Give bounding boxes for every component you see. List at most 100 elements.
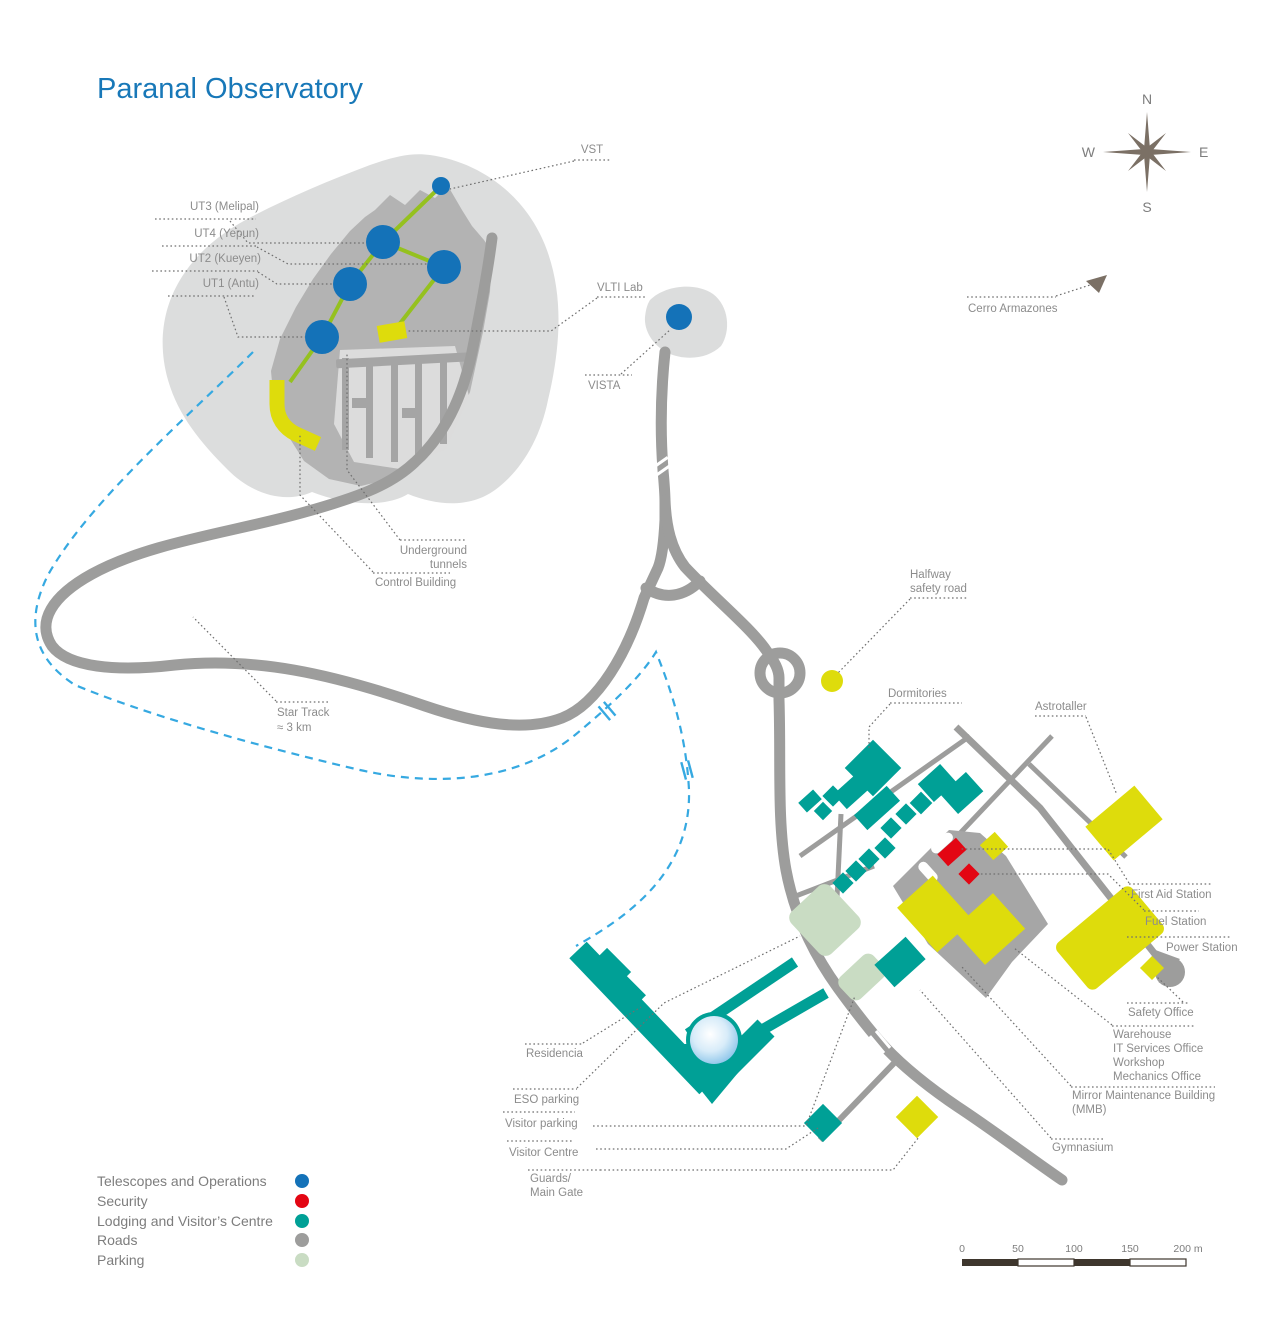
telescope-vst — [432, 177, 450, 195]
summit-switchback-road — [40, 232, 671, 731]
label-gymnasium: Gymnasium — [1052, 1142, 1113, 1154]
legend-swatch-parking — [295, 1253, 309, 1267]
telescope-ut1 — [305, 320, 339, 354]
residencia-complex — [569, 941, 829, 1104]
label-ut2: UT2 (Kueyen) — [189, 253, 261, 265]
building-dormitory — [874, 837, 896, 859]
road-break-icon — [648, 456, 674, 478]
platform-features — [269, 177, 692, 451]
legend-label: Roads — [97, 1232, 137, 1248]
platform-pier — [415, 357, 422, 455]
residencia-dome — [690, 1016, 738, 1064]
platform-pier — [440, 354, 447, 444]
label-underground-tunnels: tunnels — [430, 559, 467, 571]
legend-label: Parking — [97, 1252, 144, 1268]
track-break-icon — [680, 760, 694, 780]
platform-block — [352, 398, 368, 408]
building-vlti-lab — [376, 321, 408, 343]
scale-bar: 0 50 100 150 200 m — [959, 1243, 1203, 1267]
label-star-track: ≈ 3 km — [277, 722, 311, 734]
building-dormitory — [833, 772, 871, 810]
building-dormitory — [917, 764, 957, 802]
label-guards-main-gate: Guards/ — [530, 1173, 572, 1185]
label-control-building: Control Building — [375, 577, 456, 589]
leader-lines — [152, 159, 1231, 1171]
label-fuel-station: Fuel Station — [1145, 916, 1206, 928]
legend-swatch-security — [295, 1194, 309, 1208]
building-fuel-station — [958, 863, 980, 885]
building-dormitory — [858, 848, 880, 870]
building-safety-office — [1139, 955, 1165, 981]
platform-lane — [931, 832, 953, 854]
building-warehouse — [952, 893, 1026, 965]
label-halfway-safety-road: safety road — [910, 583, 967, 595]
building-dormitory — [845, 860, 867, 882]
building-dormitory — [895, 803, 917, 825]
building-dormitory — [940, 771, 984, 815]
scale-tick: 0 — [959, 1243, 965, 1255]
residencia-south-wing — [664, 1044, 762, 1104]
building-dormitory — [853, 785, 901, 831]
road-break-icon — [868, 1030, 892, 1054]
compass-west-label: W — [1082, 144, 1096, 160]
basecamp-access-road — [659, 494, 1068, 1186]
label-mmb: Mirror Maintenance Building — [1072, 1090, 1215, 1102]
road-break-icon — [591, 568, 609, 594]
label-underground-tunnels: Underground — [400, 545, 467, 557]
vista-access-road — [655, 346, 671, 508]
label-astrotaller: Astrotaller — [1035, 701, 1087, 713]
scale-segment — [1129, 1258, 1187, 1267]
cerro-armazones-arrow-icon — [1086, 275, 1107, 293]
scale-segment — [1074, 1259, 1130, 1266]
residencia-step — [612, 974, 646, 1008]
building-visitor-centre — [803, 1103, 843, 1143]
label-cerro-armazones: Cerro Armazones — [968, 303, 1058, 315]
label-vst: VST — [581, 144, 603, 156]
road-break-marks — [591, 456, 892, 1054]
dormitories-cluster — [798, 739, 984, 894]
label-dormitories: Dormitories — [888, 688, 947, 700]
label-eso-parking: ESO parking — [514, 1094, 579, 1106]
legend: Telescopes and Operations Security Lodgi… — [97, 1173, 309, 1268]
halfway-safety-road-marker — [821, 670, 843, 692]
building-dormitory — [813, 801, 833, 821]
label-safety-office: Safety Office — [1128, 1007, 1194, 1019]
roads — [40, 232, 1185, 1186]
legend-swatch-roads — [295, 1233, 309, 1247]
label-warehouse: Warehouse — [1113, 1029, 1171, 1041]
label-ut4: UT4 (Yepun) — [194, 228, 259, 240]
platform-block — [402, 408, 418, 418]
label-power-station: Power Station — [1166, 942, 1238, 954]
scale-tick: 50 — [1012, 1243, 1024, 1255]
compass-east-label: E — [1199, 144, 1208, 160]
telescope-ut2 — [333, 267, 367, 301]
parking-area-visitor — [838, 953, 886, 1001]
platform-pier — [366, 360, 373, 458]
building-astrotaller — [1085, 785, 1163, 861]
scale-tick: 200 m — [1173, 1243, 1202, 1255]
page-title: Paranal Observatory — [97, 73, 363, 105]
label-vista: VISTA — [588, 380, 621, 392]
telescope-vista — [666, 304, 692, 330]
label-mmb: (MMB) — [1072, 1104, 1107, 1116]
scale-tick: 100 — [1065, 1243, 1083, 1255]
building-small-yellow — [979, 831, 1009, 861]
building-mmb — [897, 875, 973, 953]
road-break-icon — [722, 572, 744, 598]
label-it-services-office: IT Services Office — [1113, 1043, 1203, 1055]
platform-structures — [335, 352, 469, 462]
legend-label: Lodging and Visitor’s Centre — [97, 1213, 273, 1229]
label-residencia: Residencia — [526, 1048, 583, 1060]
label-guards-main-gate: Main Gate — [530, 1187, 583, 1199]
building-dormitory — [822, 785, 844, 807]
residencia-step — [592, 947, 632, 987]
map-labels: Paranal Observatory VST UT3 (Melipal) UT… — [97, 73, 1238, 1199]
compass-south-label: S — [1142, 199, 1151, 215]
junction-chord — [640, 575, 706, 601]
label-first-aid-station: First Aid Station — [1131, 889, 1212, 901]
label-visitor-centre: Visitor Centre — [509, 1147, 578, 1159]
parking-area-dormitories — [789, 884, 861, 956]
label-vlti-lab: VLTI Lab — [597, 282, 643, 294]
